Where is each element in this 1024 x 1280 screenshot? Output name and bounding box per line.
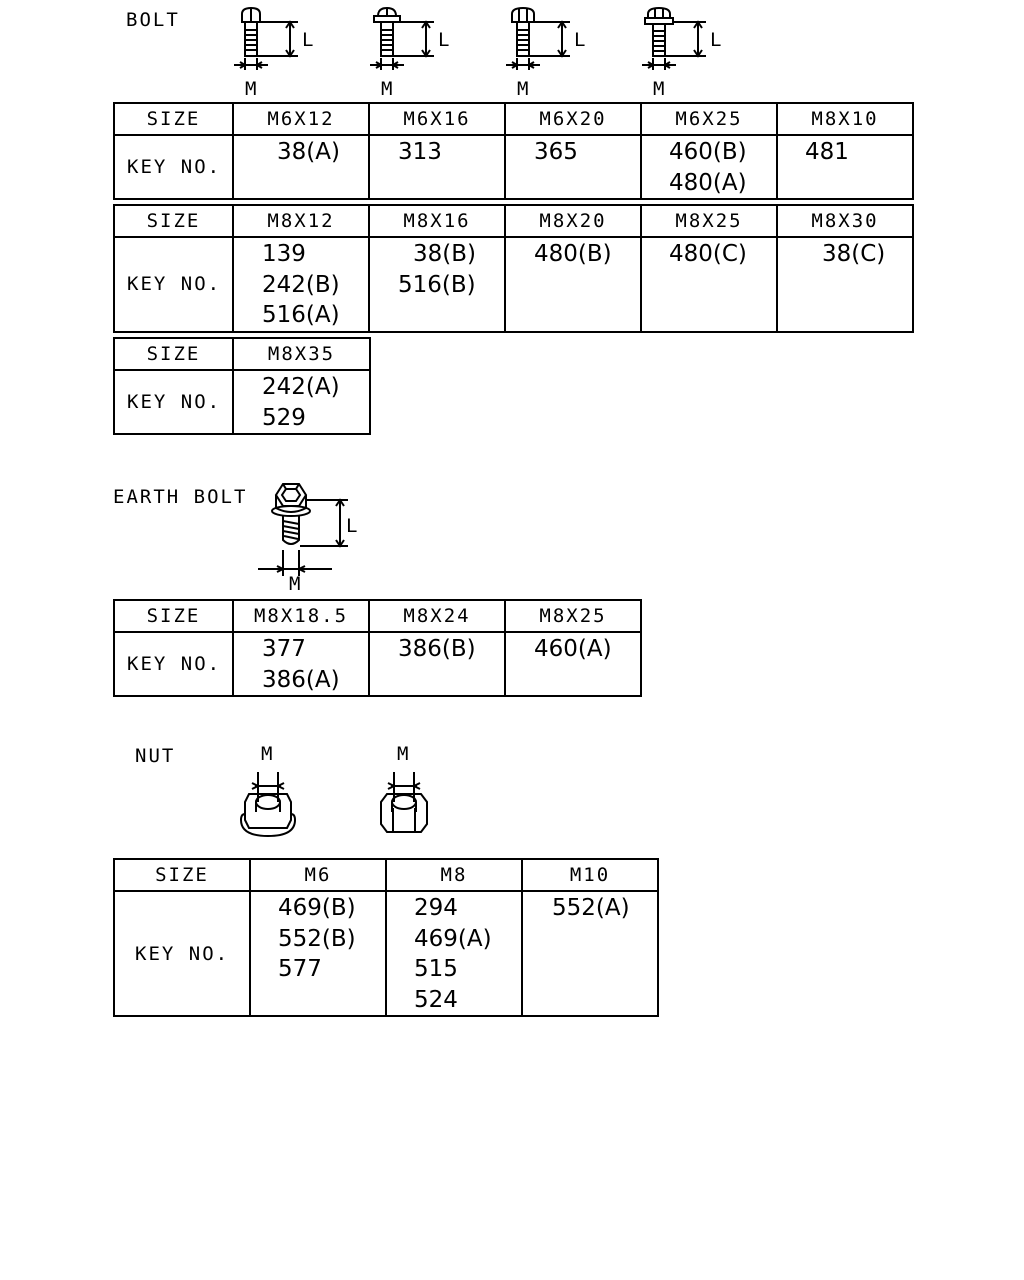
key-cell: 38(C) bbox=[776, 236, 914, 333]
bolt-dim-l: L bbox=[438, 29, 452, 51]
key-cell: 480(C) bbox=[640, 236, 778, 333]
size-cell: M8X24 bbox=[368, 599, 506, 633]
key-no-header: KEY NO. bbox=[113, 369, 234, 435]
size-cell: M8 bbox=[385, 858, 523, 892]
key-number: 38(A) bbox=[277, 139, 340, 165]
size-header: SIZE bbox=[113, 858, 251, 892]
key-cell: 38(B) 516(B) bbox=[368, 236, 506, 333]
size-cell: M6X12 bbox=[232, 102, 370, 136]
key-number: 515 bbox=[414, 956, 458, 982]
key-number: 577 bbox=[278, 956, 322, 982]
key-number: 552(A) bbox=[552, 895, 630, 921]
size-cell: M8X30 bbox=[776, 204, 914, 238]
key-number: 365 bbox=[534, 139, 578, 165]
earth-bolt-dim-l: L bbox=[346, 515, 360, 537]
size-cell: M6 bbox=[249, 858, 387, 892]
bolt-size-table: SIZE M8X12 M8X16 M8X20 M8X25 M8X30 KEY N… bbox=[113, 204, 914, 333]
size-header: SIZE bbox=[113, 204, 234, 238]
nut-title: NUT bbox=[135, 745, 176, 767]
key-number: 38(B) bbox=[413, 241, 476, 267]
size-cell: M8X20 bbox=[504, 204, 642, 238]
key-number: 38(C) bbox=[822, 241, 886, 267]
key-number: 469(B) bbox=[278, 895, 356, 921]
key-no-header: KEY NO. bbox=[113, 631, 234, 697]
key-number: 139 bbox=[262, 241, 306, 267]
size-cell: M6X25 bbox=[640, 102, 778, 136]
key-cell: 139 242(B) 516(A) bbox=[232, 236, 370, 333]
earth-bolt-size-table: SIZE M8X18.5 M8X24 M8X25 KEY NO. 377 386… bbox=[113, 599, 642, 697]
nut-size-table: SIZE M6 M8 M10 KEY NO. 469(B) 552(B) 577… bbox=[113, 858, 659, 1017]
earth-bolt-icon bbox=[258, 483, 348, 576]
nut-dim-m: M bbox=[397, 743, 411, 765]
hex-bolt-icon bbox=[234, 6, 298, 70]
flange-nut-icon bbox=[240, 772, 297, 838]
bolt-dim-m: M bbox=[653, 78, 667, 100]
bolt-dim-l: L bbox=[574, 29, 588, 51]
key-cell: 377 386(A) bbox=[232, 631, 370, 697]
bolt-dim-m: M bbox=[245, 78, 259, 100]
key-cell: 480(B) bbox=[504, 236, 642, 333]
size-cell: M6X16 bbox=[368, 102, 506, 136]
bolt-dim-l: L bbox=[302, 29, 316, 51]
key-cell: 460(A) bbox=[504, 631, 642, 697]
bolt-size-table: SIZE M6X12 M6X16 M6X20 M6X25 M8X10 KEY N… bbox=[113, 102, 914, 200]
key-number: 294 bbox=[414, 895, 458, 921]
hex-nut-icon bbox=[380, 772, 428, 833]
key-cell: 481 bbox=[776, 134, 914, 200]
flange-hex-bolt-icon bbox=[642, 6, 706, 70]
key-number: 480(B) bbox=[534, 241, 612, 267]
bolt-size-table: SIZE M8X35 KEY NO. 242(A) 529 bbox=[113, 337, 371, 435]
bolt-dim-m: M bbox=[381, 78, 395, 100]
earth-bolt-dim-m: M bbox=[289, 573, 303, 595]
size-header: SIZE bbox=[113, 337, 234, 371]
key-number: 469(A) bbox=[414, 925, 492, 952]
nut-dim-m: M bbox=[261, 743, 275, 765]
size-header: SIZE bbox=[113, 599, 234, 633]
key-number: 481 bbox=[805, 139, 849, 165]
key-cell: 469(B) 552(B) 577 bbox=[249, 890, 387, 1017]
hex-washer-bolt-icon bbox=[506, 6, 570, 70]
size-cell: M8X25 bbox=[640, 204, 778, 238]
key-cell: 460(B) 480(A) bbox=[640, 134, 778, 200]
key-cell: 386(B) bbox=[368, 631, 506, 697]
bolt-title: BOLT bbox=[126, 9, 180, 31]
key-no-header: KEY NO. bbox=[113, 236, 234, 333]
key-number: 529 bbox=[262, 404, 306, 431]
earth-bolt-title: EARTH BOLT bbox=[113, 486, 248, 508]
key-cell: 38(A) bbox=[232, 134, 370, 200]
size-cell: M8X10 bbox=[776, 102, 914, 136]
key-number: 552(B) bbox=[278, 925, 356, 952]
key-number: 480(A) bbox=[669, 169, 747, 196]
size-cell: M10 bbox=[521, 858, 659, 892]
key-number: 386(B) bbox=[398, 636, 476, 662]
key-cell: 313 bbox=[368, 134, 506, 200]
key-number: 480(C) bbox=[669, 241, 747, 267]
size-cell: M8X12 bbox=[232, 204, 370, 238]
size-cell: M8X16 bbox=[368, 204, 506, 238]
key-number: 460(B) bbox=[669, 139, 747, 165]
flange-bolt-icon bbox=[370, 6, 434, 70]
size-cell: M8X18.5 bbox=[232, 599, 370, 633]
key-no-header: KEY NO. bbox=[113, 890, 251, 1017]
bolt-dim-m: M bbox=[517, 78, 531, 100]
size-header: SIZE bbox=[113, 102, 234, 136]
key-number: 242(B) bbox=[262, 271, 340, 298]
key-number: 516(B) bbox=[398, 271, 476, 298]
key-cell: 365 bbox=[504, 134, 642, 200]
key-cell: 294 469(A) 515 524 bbox=[385, 890, 523, 1017]
key-number: 386(A) bbox=[262, 666, 340, 693]
key-number: 313 bbox=[398, 139, 442, 165]
key-cell: 242(A) 529 bbox=[232, 369, 371, 435]
key-number: 242(A) bbox=[262, 374, 340, 400]
key-number: 460(A) bbox=[534, 636, 612, 662]
key-number: 516(A) bbox=[262, 302, 340, 328]
key-cell: 552(A) bbox=[521, 890, 659, 1017]
bolt-dim-l: L bbox=[710, 29, 724, 51]
key-number: 377 bbox=[262, 636, 306, 662]
key-no-header: KEY NO. bbox=[113, 134, 234, 200]
size-cell: M8X35 bbox=[232, 337, 371, 371]
size-cell: M6X20 bbox=[504, 102, 642, 136]
size-cell: M8X25 bbox=[504, 599, 642, 633]
key-number: 524 bbox=[414, 986, 458, 1013]
